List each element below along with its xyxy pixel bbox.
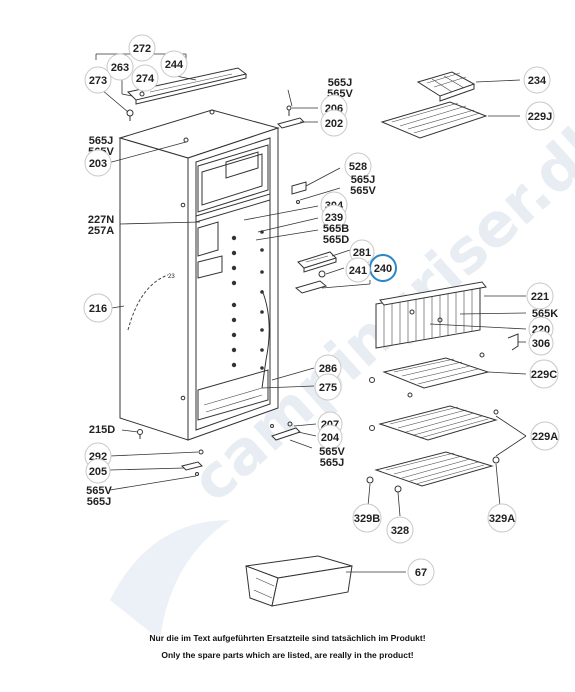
callout-565J-e: 565J [87,496,111,508]
callout-565V-d: 565V [319,446,345,458]
callout-329A: 329A [489,513,515,525]
watermark-logo [110,520,230,640]
callout-203: 203 [89,158,107,170]
part-shelf-229A-lower [366,451,500,493]
callout-circle-272 [128,34,156,62]
part-hinge-top [277,105,305,129]
callout-23: 23 [168,274,175,280]
callout-204: 204 [321,432,340,444]
callout-565J-a: 565J [328,77,352,89]
callout-565D: 565D [323,234,349,246]
part-shelf-229A-upper [369,392,499,441]
callout-565J-d: 565J [320,457,344,469]
callout-67: 67 [415,567,427,579]
callout-565J-b: 565J [89,135,113,147]
callout-229A: 229A [532,431,558,443]
part-lamp-housing [294,251,337,294]
callout-565B: 565B [323,223,349,235]
callout-528: 528 [349,161,367,173]
part-cabinet: 23 [118,109,280,441]
callout-274: 274 [136,73,155,85]
callout-205: 205 [89,466,107,478]
callout-227N: 227N [88,214,114,226]
part-shelf-229J [380,101,488,139]
callout-329B: 329B [354,513,380,525]
callout-275: 275 [319,382,337,394]
callout-565V-c: 565V [350,185,376,197]
footer-note-english: Only the spare parts which are listed, a… [161,650,414,660]
callout-281: 281 [353,247,371,259]
callout-221: 221 [531,291,549,303]
callout-202: 202 [325,118,343,130]
callout-216: 216 [89,303,107,315]
part-bracket-306 [507,333,519,351]
callout-272: 272 [133,43,151,55]
callout-244: 244 [165,59,184,71]
callout-229J: 229J [528,111,552,123]
part-foot-205 [181,449,204,476]
part-hinge-bottom [270,421,301,441]
footer-note-german: Nur die im Text aufgeführten Ersatzteile… [149,633,426,643]
callout-328: 328 [391,525,409,537]
part-screw-273 [126,109,134,121]
callout-263: 263 [111,62,129,74]
part-hinge-528 [291,181,307,204]
callout-241: 241 [349,265,367,277]
callout-306: 306 [532,338,550,350]
callout-239: 239 [325,212,343,224]
part-top-rail [126,67,248,105]
callout-229C: 229C [531,369,557,381]
part-evaporator-fin [375,281,487,349]
part-drain-tube [261,289,270,389]
callout-273: 273 [89,75,107,87]
callouts: 272 263 274 244 273 565J 565V 206 202 23… [83,34,560,586]
callout-257A: 257A [88,225,114,237]
part-ice-tray [416,71,476,102]
part-screw-215D [137,429,143,439]
callout-240: 240 [374,263,392,275]
callout-565J-c: 565J [351,174,375,186]
part-crisper-drawer [245,555,353,607]
callout-234: 234 [528,75,547,87]
callout-215D: 215D [89,424,115,436]
callout-286: 286 [319,363,337,375]
callout-565V-e: 565V [86,485,112,497]
